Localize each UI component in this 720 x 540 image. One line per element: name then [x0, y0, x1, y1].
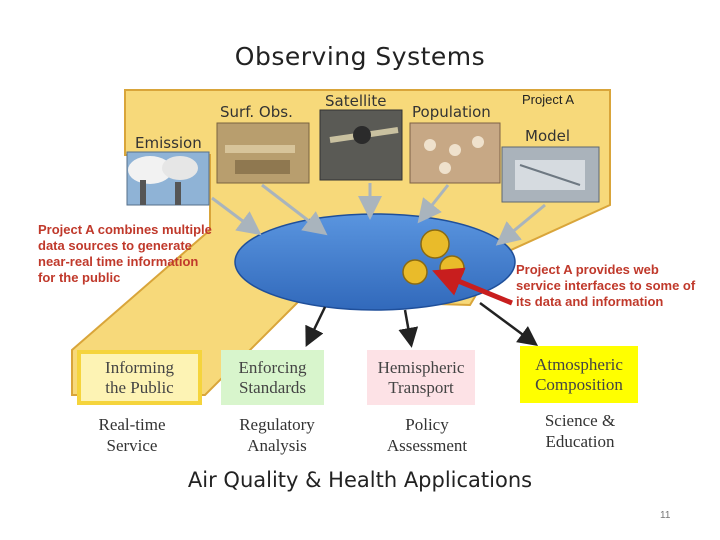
label-project: Project A	[522, 92, 575, 107]
label-emission: Emission	[135, 134, 202, 152]
sub-line: Science &	[544, 411, 616, 430]
page-number: 11	[660, 510, 671, 521]
app-label-line: Transport	[388, 377, 454, 397]
note-right-line: its data and information	[516, 294, 664, 309]
label-model: Model	[525, 127, 571, 145]
note-left-line: for the public	[38, 270, 121, 285]
app-label-line: Hemispheric	[377, 357, 465, 377]
note-right-line: Project A provides web	[516, 262, 659, 277]
label-satellite: Satellite	[325, 92, 387, 110]
sub-line: Policy	[405, 415, 449, 434]
arrow-to-enforcing	[305, 306, 327, 348]
app-label-line: Informing	[105, 357, 174, 377]
footer-title: Air Quality & Health Applications	[187, 468, 533, 492]
sub-line: Regulatory	[239, 415, 315, 434]
label-surf-obs: Surf. Obs.	[220, 103, 293, 121]
note-right-line: service interfaces to some of	[516, 278, 696, 293]
app-label-line: Standards	[238, 377, 307, 397]
sub-line: Education	[545, 432, 615, 451]
app-label-line: the Public	[105, 377, 174, 397]
sub-science-education: Science & Education	[525, 410, 635, 452]
data-pool	[234, 213, 516, 311]
sub-line: Service	[106, 436, 158, 455]
data-node	[402, 259, 428, 285]
arrow-surf-obs	[261, 183, 328, 236]
sub-line: Real-time	[98, 415, 166, 434]
arrow-to-hemispheric	[398, 309, 419, 348]
sub-line: Analysis	[247, 436, 307, 455]
arrow-to-atmospheric	[479, 301, 539, 346]
note-left-line: data sources to generate	[38, 238, 192, 253]
app-label-line: Composition	[535, 374, 623, 394]
note-right: Project A provides web service interface…	[516, 262, 716, 310]
data-node	[420, 229, 450, 259]
sub-line: Assessment	[386, 436, 468, 455]
label-population: Population	[412, 103, 491, 121]
app-label-line: Atmospheric	[535, 354, 623, 374]
arrow-emission	[211, 196, 262, 236]
arrow-model	[495, 203, 546, 246]
satellite-photo	[319, 109, 403, 181]
red-arrow	[432, 267, 513, 306]
diagram-title: Observing Systems	[234, 42, 486, 71]
app-label-line: Enforcing	[238, 357, 307, 377]
note-left-line: near-real time information	[38, 254, 199, 269]
note-left: Project A combines multiple data sources…	[38, 222, 238, 286]
arrow-population	[417, 184, 450, 224]
note-left-line: Project A combines multiple	[38, 222, 212, 237]
